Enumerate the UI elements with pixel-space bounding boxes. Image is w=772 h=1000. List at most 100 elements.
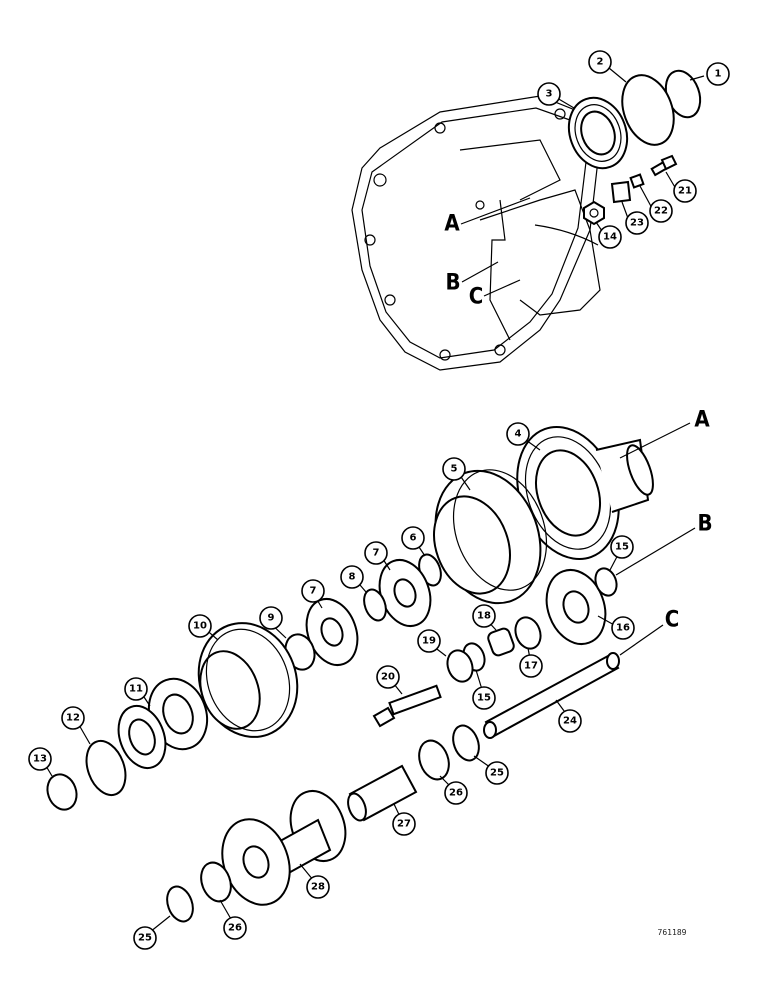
callout-10: 10 [188, 614, 212, 638]
transmission-housing [351, 95, 601, 371]
callout-5: 5 [442, 457, 466, 481]
callout-label: 25 [490, 768, 504, 779]
callout-label: 3 [546, 89, 553, 100]
callout-label: 27 [397, 819, 411, 830]
callout-24: 24 [558, 709, 582, 733]
callout-label: 5 [451, 464, 458, 475]
callout-26-lower: 26 [223, 916, 247, 940]
callout-15-lower: 15 [472, 686, 496, 710]
callout-18: 18 [472, 604, 496, 628]
callout-14: 14 [598, 225, 622, 249]
reference-code: 761189 [658, 928, 687, 937]
callout-8: 8 [340, 565, 364, 589]
callout-label: 1 [715, 69, 722, 80]
callout-label: 9 [268, 613, 275, 624]
bearing-17 [514, 616, 542, 650]
callout-label: 7 [310, 586, 317, 597]
callout-20: 20 [376, 665, 400, 689]
spacer-27 [347, 764, 418, 822]
callout-25-upper: 25 [485, 761, 509, 785]
callout-19: 19 [417, 629, 441, 653]
callout-12: 12 [61, 706, 85, 730]
callout-7-lower: 7 [301, 579, 325, 603]
gear-7-upper [378, 559, 432, 627]
callout-label: 7 [373, 548, 380, 559]
callout-6: 6 [401, 526, 425, 550]
callout-3: 3 [537, 82, 561, 106]
callout-9: 9 [259, 606, 283, 630]
callout-21: 21 [673, 179, 697, 203]
clutch-drum-4 [516, 426, 654, 560]
lock-tab-23 [610, 180, 632, 204]
callout-label: 21 [678, 186, 692, 197]
callout-7-upper: 7 [364, 541, 388, 565]
gear-10 [197, 622, 299, 738]
callout-23: 23 [625, 211, 649, 235]
callout-label: 23 [630, 218, 644, 229]
nut-14 [583, 200, 605, 226]
needle-bearing-26-lower [200, 861, 232, 903]
callout-label: 25 [138, 933, 152, 944]
callout-label: 6 [410, 533, 417, 544]
callout-label: 24 [563, 716, 577, 727]
washer-19 [446, 649, 474, 683]
bushing-18 [487, 627, 515, 657]
callout-label: 10 [193, 621, 207, 632]
callout-label: 16 [616, 623, 630, 634]
bearing-11 [117, 677, 209, 769]
callout-label: 18 [477, 611, 491, 622]
shaft-24 [483, 652, 620, 739]
callout-16: 16 [611, 616, 635, 640]
callout-2: 2 [588, 50, 612, 74]
callout-28: 28 [306, 875, 330, 899]
callout-13: 13 [28, 747, 52, 771]
lock-plate-22 [629, 173, 645, 189]
callout-label: 26 [449, 788, 463, 799]
seal-13 [46, 773, 78, 811]
callout-label: 13 [33, 754, 47, 765]
section-letter-a-upper: A [444, 212, 460, 237]
callout-label: 28 [311, 882, 325, 893]
callout-label: 19 [422, 636, 436, 647]
bolt-21 [650, 154, 678, 177]
callout-17: 17 [519, 654, 543, 678]
callout-1: 1 [706, 62, 730, 86]
section-letter-b-lower: B [697, 512, 712, 537]
callout-label: 14 [603, 232, 617, 243]
callout-label: 4 [515, 429, 522, 440]
callout-22: 22 [649, 199, 673, 223]
callout-label: 11 [129, 684, 143, 695]
snap-ring-2 [621, 74, 675, 146]
callout-25-lower: 25 [133, 926, 157, 950]
callout-27: 27 [392, 812, 416, 836]
gear-16 [545, 569, 607, 645]
bolt-20 [372, 684, 442, 728]
callout-11: 11 [124, 677, 148, 701]
section-letter-c-upper: C [469, 285, 484, 310]
callout-15-upper: 15 [610, 535, 634, 559]
callout-label: 22 [654, 206, 668, 217]
callout-label: 12 [66, 713, 80, 724]
section-letter-b-upper: B [445, 271, 460, 296]
gear-7-lower [305, 598, 359, 666]
callout-label: 15 [477, 693, 491, 704]
needle-bearing-26-upper [418, 739, 450, 781]
callout-26-upper: 26 [444, 781, 468, 805]
snap-ring-8 [363, 588, 387, 622]
section-letter-a-lower: A [694, 408, 710, 433]
callout-label: 15 [615, 542, 629, 553]
cluster-gear-28 [221, 790, 347, 906]
clutch-housing-5 [433, 469, 548, 605]
washer-15-upper [594, 567, 618, 597]
callout-label: 26 [228, 923, 242, 934]
callout-4: 4 [506, 422, 530, 446]
callout-label: 2 [597, 57, 604, 68]
ball-bearing-3 [567, 96, 629, 170]
callout-label: 20 [381, 672, 395, 683]
section-letter-c-lower: C [665, 608, 680, 633]
thrust-washer-25-lower [166, 885, 194, 923]
thrust-washer-25-upper [452, 724, 480, 762]
callout-label: 8 [349, 572, 356, 583]
snap-ring-12 [85, 739, 127, 797]
